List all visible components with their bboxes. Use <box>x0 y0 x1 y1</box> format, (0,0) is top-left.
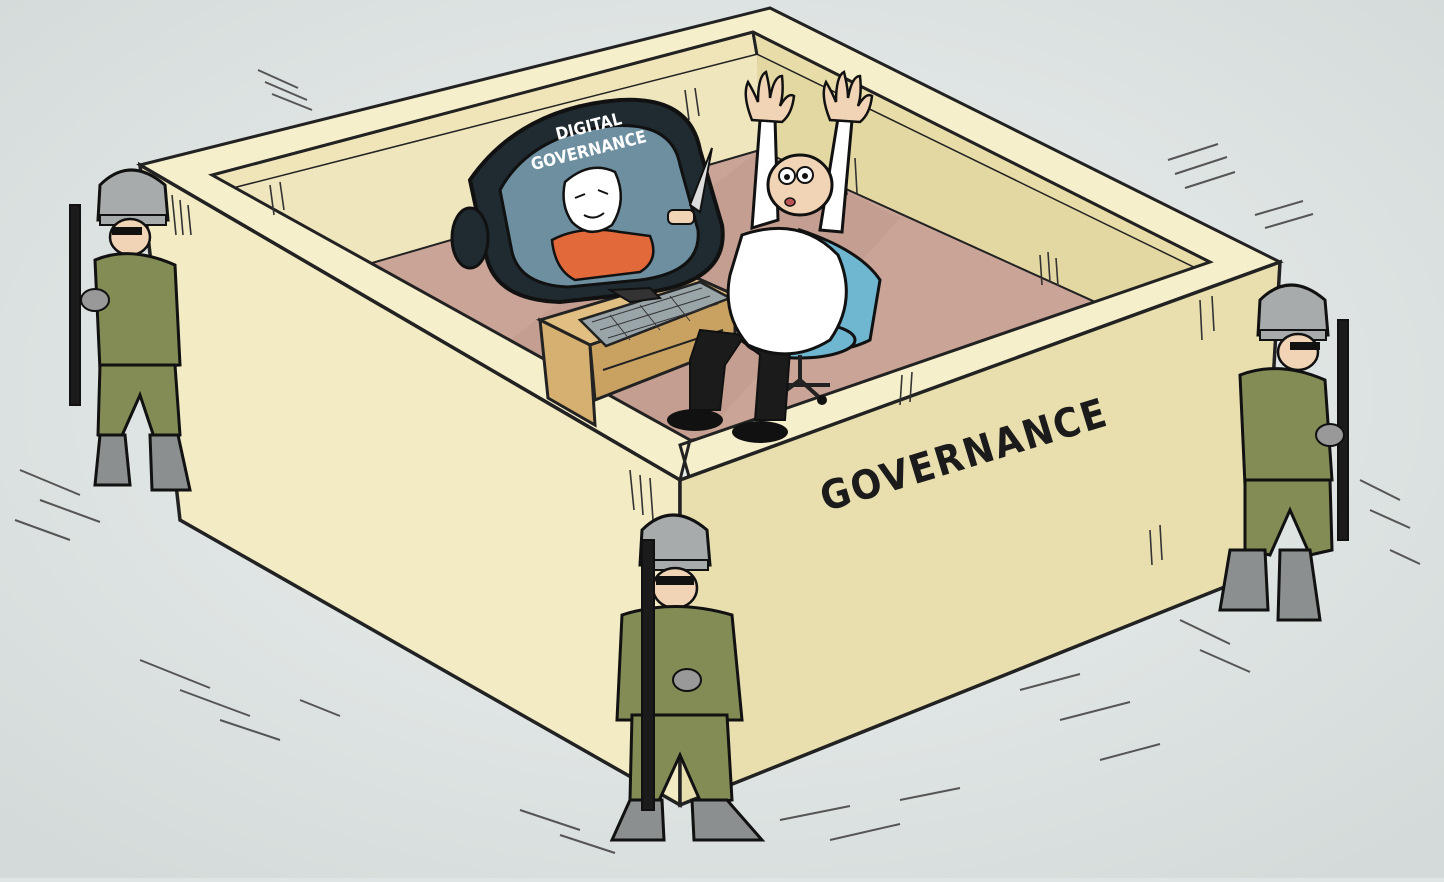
office-worker <box>667 70 882 443</box>
rifle-icon <box>641 539 655 811</box>
wall-texture <box>171 87 1215 566</box>
soldier-left <box>69 168 192 492</box>
mask-face <box>562 166 622 233</box>
soldier-right <box>1218 283 1349 622</box>
soldier-front <box>609 513 766 842</box>
monitor: DIGITAL GOVERNANCE <box>450 97 725 305</box>
helmet-icon <box>96 168 170 222</box>
masked-figure-shirt <box>550 228 655 282</box>
helmet-icon <box>638 513 712 567</box>
dagger-icon <box>688 147 713 214</box>
ground-hatching <box>14 69 1421 854</box>
inner-wall-right-shade <box>757 55 1194 345</box>
rifle-icon <box>69 204 81 406</box>
helmet-icon <box>1256 283 1330 337</box>
wall-top-rim <box>136 6 1284 483</box>
